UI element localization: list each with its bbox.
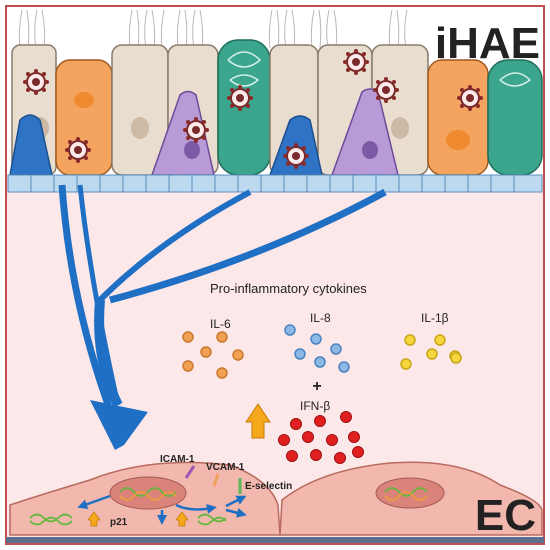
il1b-particles — [400, 334, 462, 370]
plus-sign: + — [312, 378, 321, 395]
virus — [456, 84, 484, 112]
upregulation-arrow — [245, 403, 271, 439]
basement-membrane — [7, 174, 543, 193]
endothelial-layer — [6, 461, 544, 543]
il8-label: IL-8 — [310, 311, 331, 325]
virus — [342, 48, 370, 76]
ec-label: EC — [475, 491, 536, 540]
ec-signaling-arrows — [77, 494, 247, 525]
virus — [282, 142, 310, 170]
club-cell — [217, 39, 271, 176]
ifnb-label: IFN-β — [300, 399, 330, 413]
ifnb-particles — [278, 411, 364, 464]
arrow-head — [90, 400, 148, 450]
vcam-label: VCAM-1 — [206, 462, 245, 473]
goblet-cell — [427, 59, 489, 176]
il6-label: IL-6 — [210, 317, 231, 331]
icam-label: ICAM-1 — [160, 454, 195, 465]
cytokine-heading: Pro-inflammatory cytokines — [210, 281, 367, 296]
goblet-nucleus — [446, 130, 470, 150]
virus — [182, 116, 210, 144]
il8-particles — [284, 324, 350, 373]
cilia — [18, 9, 408, 49]
dna-strands — [29, 487, 428, 526]
il1b-label: IL-1β — [421, 311, 449, 325]
virus — [226, 84, 254, 112]
ihae-label: iHAE — [435, 19, 540, 68]
virus — [372, 76, 400, 104]
goblet-nucleus — [74, 92, 94, 108]
eselectin-label: E-selectin — [245, 481, 292, 492]
bottom-line — [6, 537, 544, 543]
il6-particles — [182, 331, 244, 379]
basal-cell — [9, 114, 53, 176]
gene-up-arrow — [175, 511, 189, 527]
club-cell — [487, 59, 543, 176]
virus — [64, 136, 92, 164]
icam-marker — [184, 465, 196, 479]
virus — [22, 68, 50, 96]
vcam-marker — [212, 473, 220, 487]
p21-label: p21 — [110, 517, 128, 528]
signaling-arrows — [58, 184, 387, 450]
p21-up-arrow — [87, 511, 101, 527]
